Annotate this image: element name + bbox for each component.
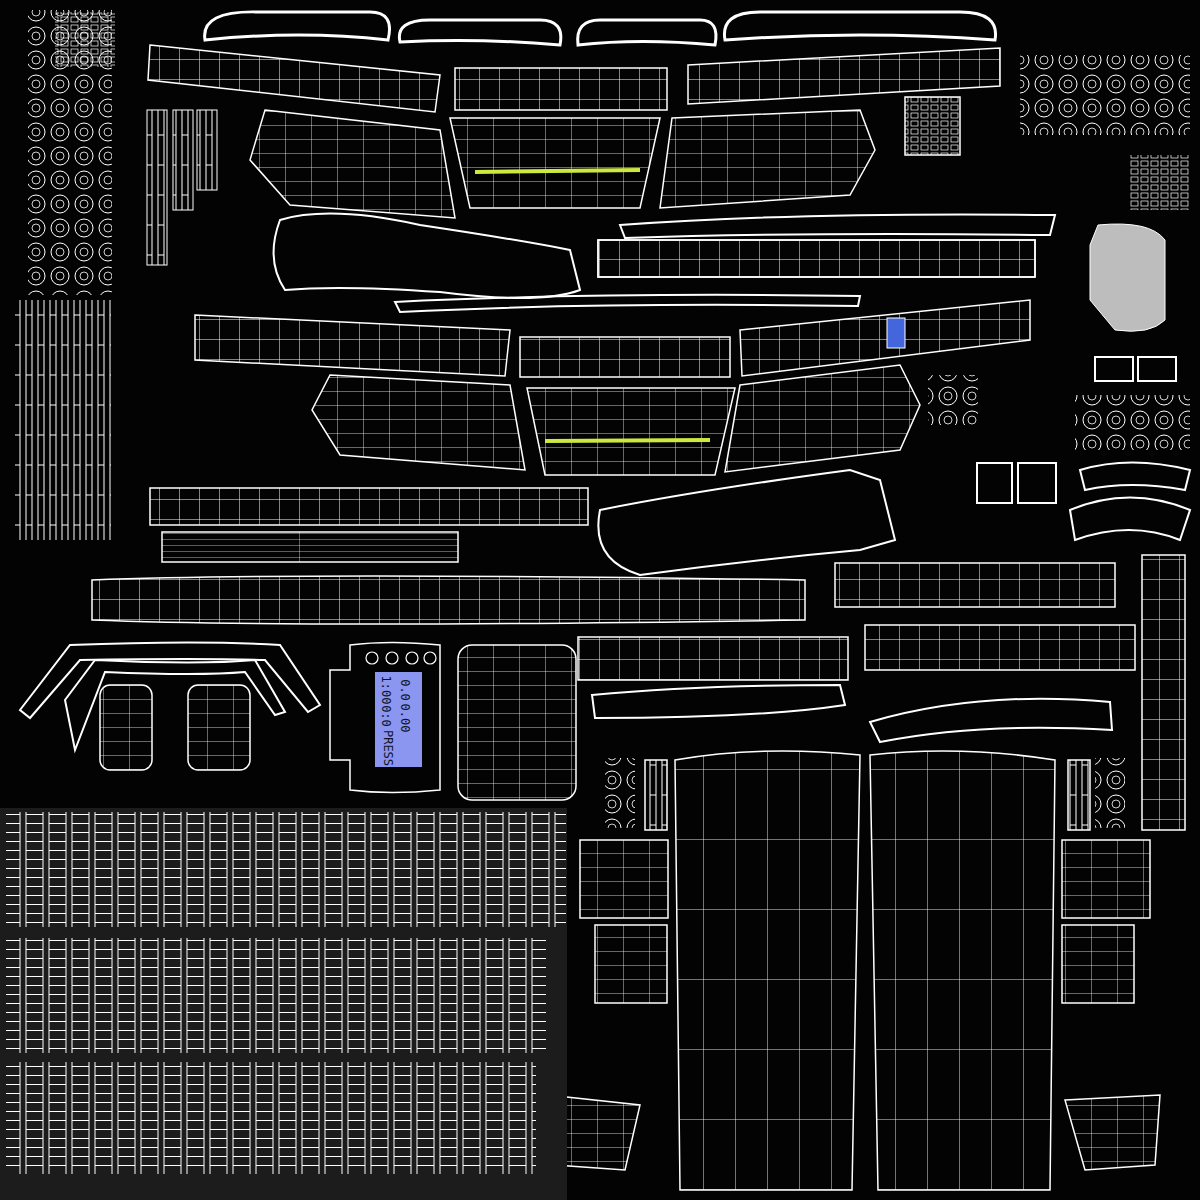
display-text: 0.00 bbox=[399, 704, 411, 733]
display-text: 0:0 bbox=[380, 705, 392, 727]
display-text: 1:00 bbox=[380, 676, 392, 705]
display-text: 0.0 bbox=[399, 679, 411, 701]
display-text: PRESS bbox=[382, 730, 394, 766]
